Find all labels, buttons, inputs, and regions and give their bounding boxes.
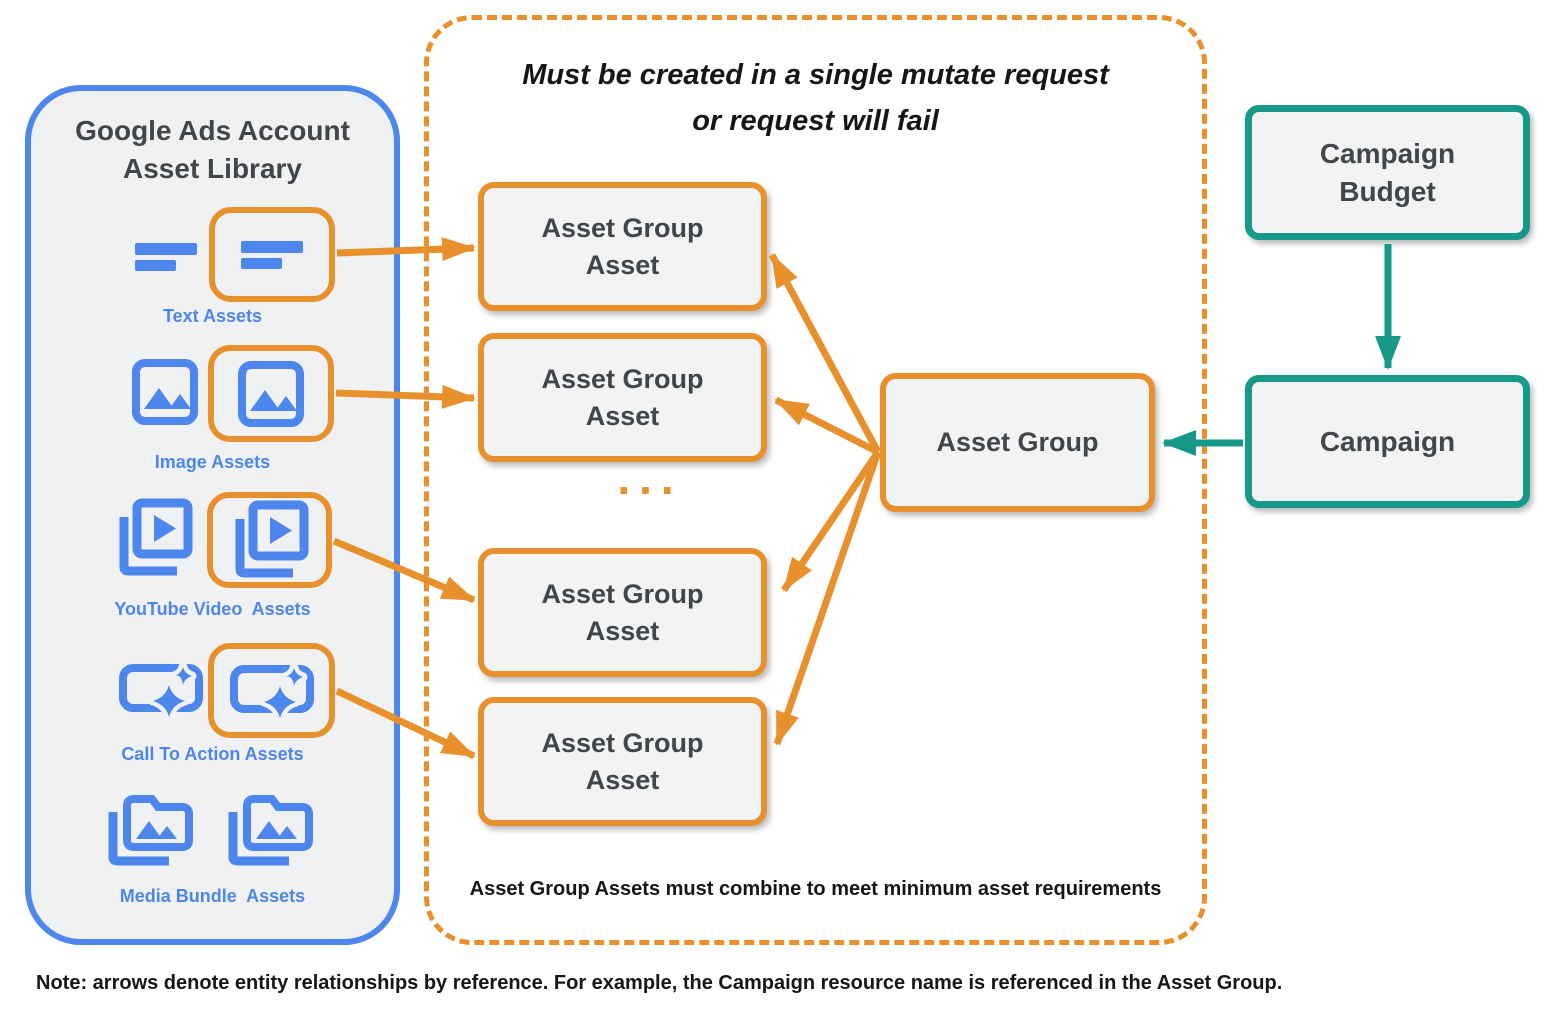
youtube-video-asset-highlight [207, 492, 332, 588]
more-assets-ellipsis: ... [617, 452, 683, 504]
call-to-action-assets-label: Call To Action Assets [121, 744, 304, 764]
media-bundle-asset-icon [228, 795, 313, 866]
call-to-action-asset-icon [119, 662, 203, 720]
asset-group-box: Asset Group [880, 373, 1155, 512]
asset-group-asset-box-2: Asset Group Asset [478, 333, 767, 462]
image-asset-icon [132, 359, 198, 425]
image-asset-highlight [208, 345, 334, 442]
youtube-video-asset-icon [235, 500, 308, 578]
youtube-video-asset-icon [119, 498, 193, 576]
media-bundle-assets-label: Media Bundle Assets [119, 886, 306, 906]
call-to-action-asset-icon [229, 663, 314, 721]
text-asset-icon [135, 243, 197, 271]
asset-group-asset-box-4: Asset Group Asset [478, 697, 767, 826]
call-to-action-asset-highlight [208, 643, 335, 738]
asset-group-asset-box-1: Asset Group Asset [478, 182, 767, 311]
media-bundle-asset-icon [108, 795, 193, 866]
image-asset-icon [238, 360, 304, 427]
campaign-budget-box: Campaign Budget [1245, 105, 1530, 240]
text-asset-icon [241, 240, 303, 269]
mutate-request-title: Must be created in a single mutate reque… [522, 59, 1109, 137]
asset-group-asset-box-3: Asset Group Asset [478, 548, 767, 677]
youtube-video-assets-label: YouTube Video Assets [114, 599, 311, 619]
campaign-box: Campaign [1245, 375, 1530, 508]
minimum-requirements-note: Asset Group Assets must combine to meet … [469, 878, 1162, 900]
text-asset-highlight [209, 207, 335, 302]
text-assets-label: Text Assets [162, 306, 263, 326]
asset-library-title: Google Ads Account Asset Library [75, 115, 350, 184]
mutate-request-container [424, 15, 1207, 945]
reference-note: Note: arrows denote entity relationships… [36, 972, 1283, 994]
image-assets-label: Image Assets [154, 452, 271, 472]
